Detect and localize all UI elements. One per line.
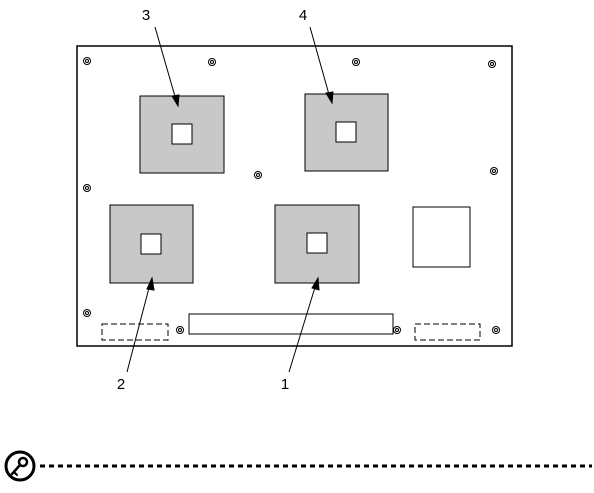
callout-label-1: 1 [281,376,289,393]
socket-3 [140,96,224,173]
empty-component [413,207,470,267]
callout-label-2: 2 [117,376,125,393]
socket-2-core [141,234,161,254]
socket-4 [305,94,388,171]
socket-1-core [307,233,327,253]
callout-label-4: 4 [299,7,307,24]
key-icon [6,452,34,480]
socket-2 [110,205,193,283]
board-outline [77,46,512,346]
socket-1 [275,205,359,283]
bottom-connector [189,314,393,334]
callout-label-3: 3 [142,7,150,24]
socket-4-core [336,122,356,142]
socket-3-core [172,124,192,144]
